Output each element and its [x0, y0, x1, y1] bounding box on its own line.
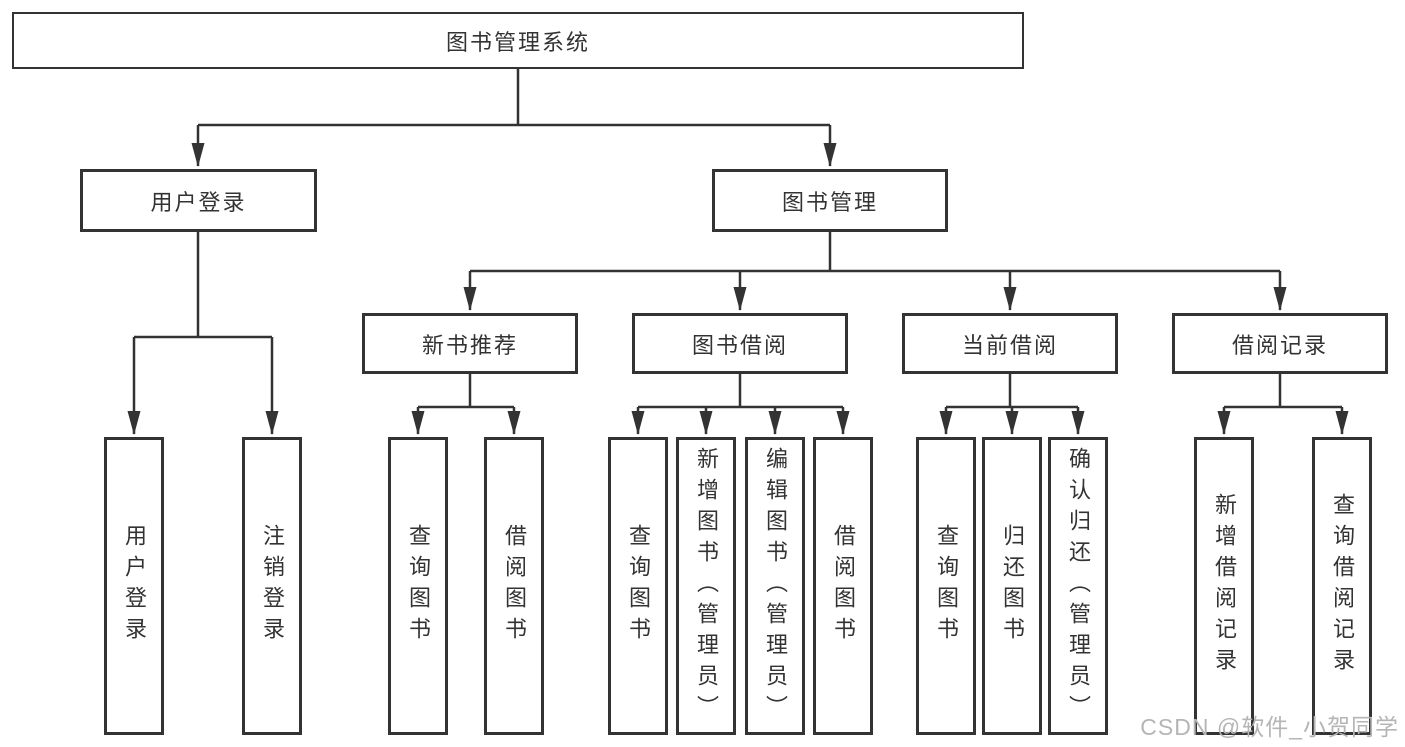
leaf-current-query-books: 查询图书	[916, 437, 976, 735]
leaf-borrow-query-books: 查询图书	[608, 437, 668, 735]
leaf-current-query-books-label: 查询图书	[934, 524, 959, 648]
leaf-current-return-books: 归还图书	[982, 437, 1042, 735]
leaf-borrow-edit-books-label: 编辑图书（管理员）	[763, 446, 788, 726]
leaf-records-query-record-label: 查询借阅记录	[1330, 493, 1355, 679]
leaf-current-confirm-return: 确认归还（管理员）	[1048, 437, 1108, 735]
node-user-login: 用户登录	[80, 169, 317, 232]
node-borrow-records: 借阅记录	[1172, 313, 1388, 374]
leaf-user-login: 用户登录	[104, 437, 164, 735]
leaf-records-query-record: 查询借阅记录	[1312, 437, 1372, 735]
leaf-current-confirm-return-label: 确认归还（管理员）	[1066, 446, 1091, 726]
leaf-recommend-borrow-books-label: 借阅图书	[502, 524, 527, 648]
leaf-recommend-query-books-label: 查询图书	[406, 524, 431, 648]
leaf-borrow-add-books: 新增图书（管理员）	[676, 437, 736, 735]
leaf-logout: 注销登录	[242, 437, 302, 735]
leaf-logout-label: 注销登录	[260, 524, 285, 648]
node-book-borrow: 图书借阅	[632, 313, 848, 374]
leaf-borrow-borrow-books: 借阅图书	[813, 437, 873, 735]
leaf-user-login-label: 用户登录	[122, 524, 147, 648]
leaf-recommend-borrow-books: 借阅图书	[484, 437, 544, 735]
leaf-borrow-add-books-label: 新增图书（管理员）	[694, 446, 719, 726]
node-new-book-recommend: 新书推荐	[362, 313, 578, 374]
leaf-borrow-edit-books: 编辑图书（管理员）	[745, 437, 805, 735]
leaf-recommend-query-books: 查询图书	[388, 437, 448, 735]
node-book-management: 图书管理	[712, 169, 948, 232]
leaf-records-add-record: 新增借阅记录	[1194, 437, 1254, 735]
leaf-borrow-borrow-books-label: 借阅图书	[831, 524, 856, 648]
leaf-current-return-books-label: 归还图书	[1000, 524, 1025, 648]
node-current-borrow: 当前借阅	[902, 313, 1118, 374]
leaf-borrow-query-books-label: 查询图书	[626, 524, 651, 648]
node-library-system: 图书管理系统	[12, 12, 1024, 69]
leaf-records-add-record-label: 新增借阅记录	[1212, 493, 1237, 679]
csdn-watermark: CSDN @软件_小贺同学	[1140, 714, 1399, 740]
